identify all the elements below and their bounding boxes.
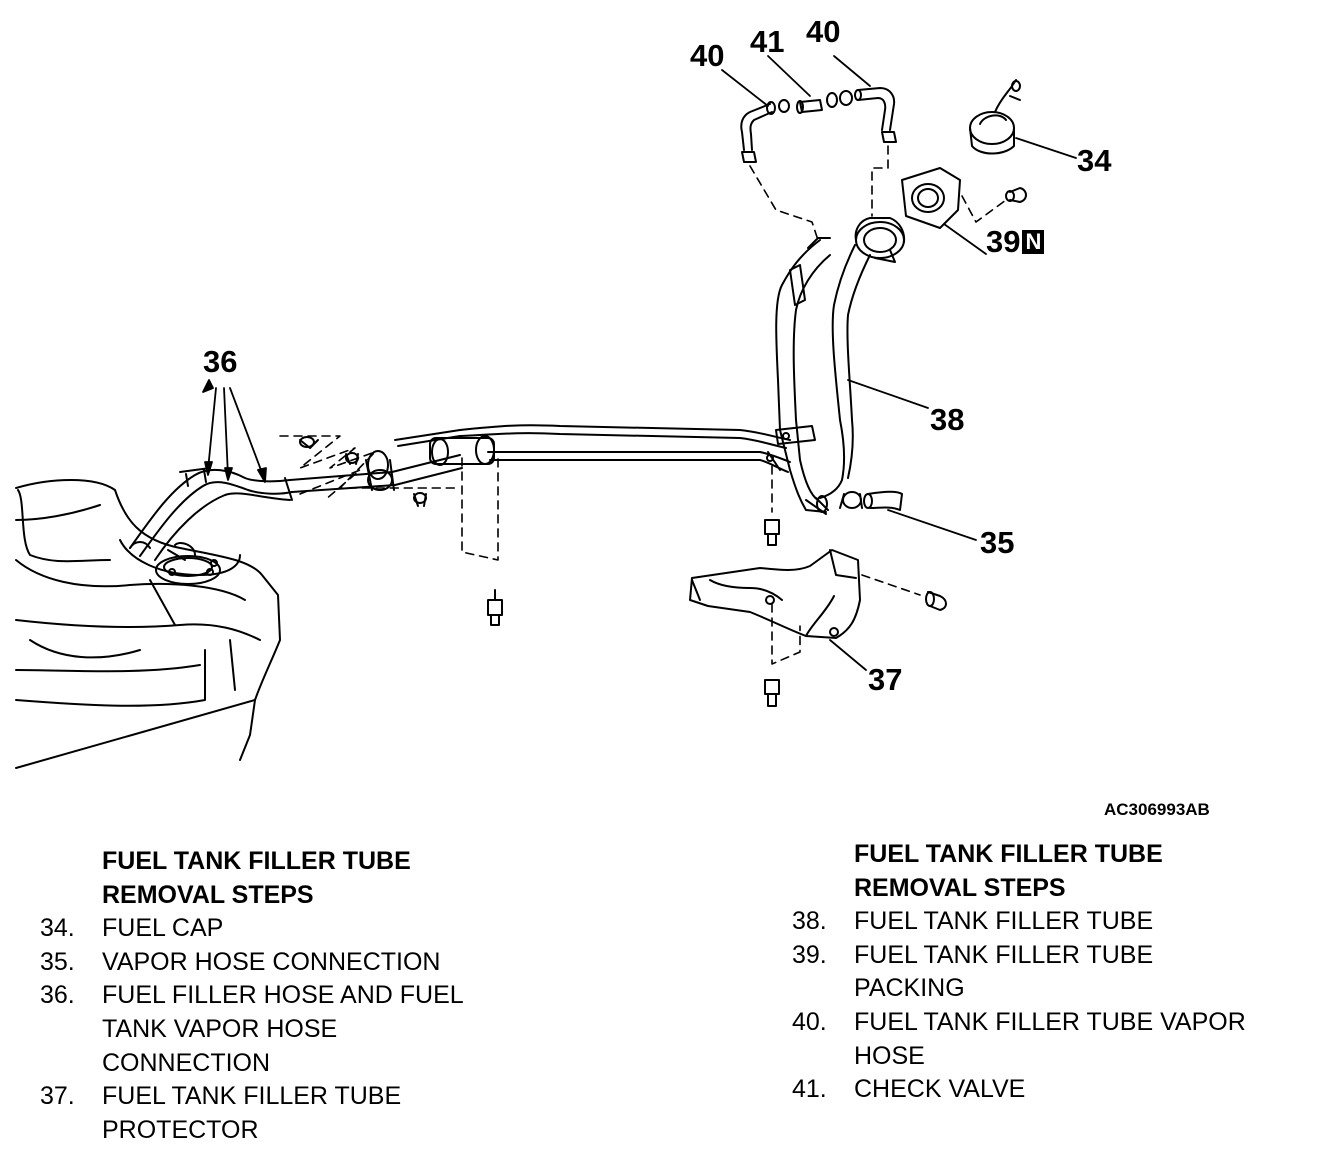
step-number: 35. (40, 947, 75, 976)
step-item: 37. FUEL TANK FILLER TUBE PROTECTOR (40, 1080, 540, 1147)
right-removal-steps: FUEL TANK FILLER TUBE REMOVAL STEPS 38. … (792, 838, 1312, 1107)
right-title-line2: REMOVAL STEPS (854, 873, 1066, 902)
fuel-cap (969, 79, 1021, 155)
figure-code: AC306993AB (1104, 800, 1210, 819)
step-number: 41. (792, 1075, 827, 1104)
hose-clamps (279, 435, 461, 507)
step-text: FUEL CAP (102, 914, 224, 943)
step-text: PROTECTOR (102, 1115, 259, 1144)
left-title-line1: FUEL TANK FILLER TUBE (102, 847, 411, 875)
step-item: 36. FUEL FILLER HOSE AND FUEL TANK VAPOR… (40, 979, 540, 1080)
callout-36: 36 (203, 344, 238, 379)
callout-39-number: 39 (986, 224, 1021, 259)
step-text: HOSE (854, 1041, 925, 1070)
leader-lines (202, 55, 1077, 671)
right-title-line1: FUEL TANK FILLER TUBE (854, 840, 1163, 868)
step-item: 35. VAPOR HOSE CONNECTION (40, 946, 540, 980)
step-number: 38. (792, 907, 827, 936)
vapor-hose-assembly (740, 87, 897, 241)
vapor-pipes (394, 424, 791, 626)
filler-tube (775, 217, 906, 515)
step-item: 38. FUEL TANK FILLER TUBE (792, 905, 1312, 939)
filler-hose (129, 454, 463, 561)
step-number: 37. (40, 1082, 75, 1111)
filler-tube-packing (901, 167, 1027, 229)
callout-40-left: 40 (690, 38, 725, 73)
step-text: CONNECTION (102, 1048, 271, 1077)
step-text: TANK VAPOR HOSE (102, 1014, 338, 1043)
step-text: FUEL TANK FILLER TUBE (854, 940, 1154, 969)
step-text: FUEL FILLER HOSE AND FUEL (102, 981, 464, 1010)
step-text: VAPOR HOSE CONNECTION (102, 947, 441, 976)
left-removal-steps: FUEL TANK FILLER TUBE REMOVAL STEPS 34. … (40, 845, 540, 1147)
left-title-line2: REMOVAL STEPS (102, 880, 314, 909)
callout-34: 34 (1077, 143, 1112, 178)
step-item: 41. CHECK VALVE (792, 1073, 1312, 1107)
step-text: FUEL TANK FILLER TUBE (854, 907, 1154, 936)
step-number: 40. (792, 1007, 827, 1036)
fuel-tank (15, 479, 281, 769)
step-text: PACKING (854, 974, 965, 1003)
callout-35: 35 (980, 525, 1015, 560)
step-text: FUEL TANK FILLER TUBE (102, 1082, 402, 1111)
vapor-hose-connection (839, 490, 903, 511)
callout-41: 41 (750, 24, 785, 59)
step-item: 39. FUEL TANK FILLER TUBE PACKING (792, 939, 1312, 1006)
exploded-view-diagram (15, 55, 1077, 769)
step-number: 39. (792, 940, 827, 969)
step-item: 40. FUEL TANK FILLER TUBE VAPOR HOSE (792, 1006, 1312, 1073)
step-number: 36. (40, 981, 75, 1010)
filler-tube-protector (689, 549, 947, 707)
callout-40-right: 40 (806, 14, 841, 49)
step-text: CHECK VALVE (854, 1075, 1026, 1104)
new-part-badge: N (1022, 230, 1045, 254)
step-text: FUEL TANK FILLER TUBE VAPOR (854, 1007, 1246, 1036)
callout-37: 37 (868, 662, 903, 697)
step-item: 34. FUEL CAP (40, 912, 540, 946)
step-number: 34. (40, 914, 75, 943)
callout-38: 38 (930, 402, 965, 437)
